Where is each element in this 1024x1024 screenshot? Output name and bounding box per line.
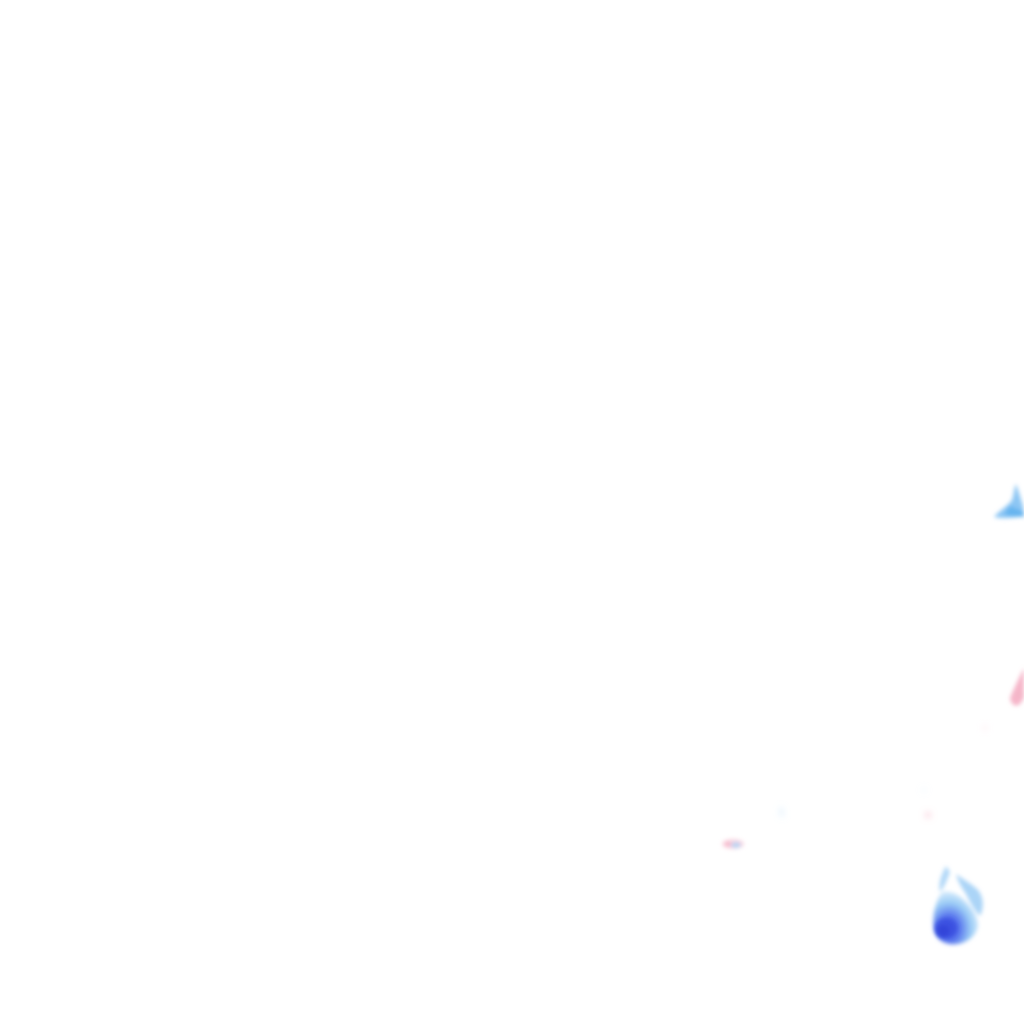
- pink-blot-right-edge: [1010, 668, 1024, 706]
- small-blot-bottom: [722, 839, 744, 849]
- blue-blot-right-edge: [994, 484, 1024, 519]
- faint-specks: [780, 726, 987, 818]
- blue-drop-blot: [933, 866, 983, 945]
